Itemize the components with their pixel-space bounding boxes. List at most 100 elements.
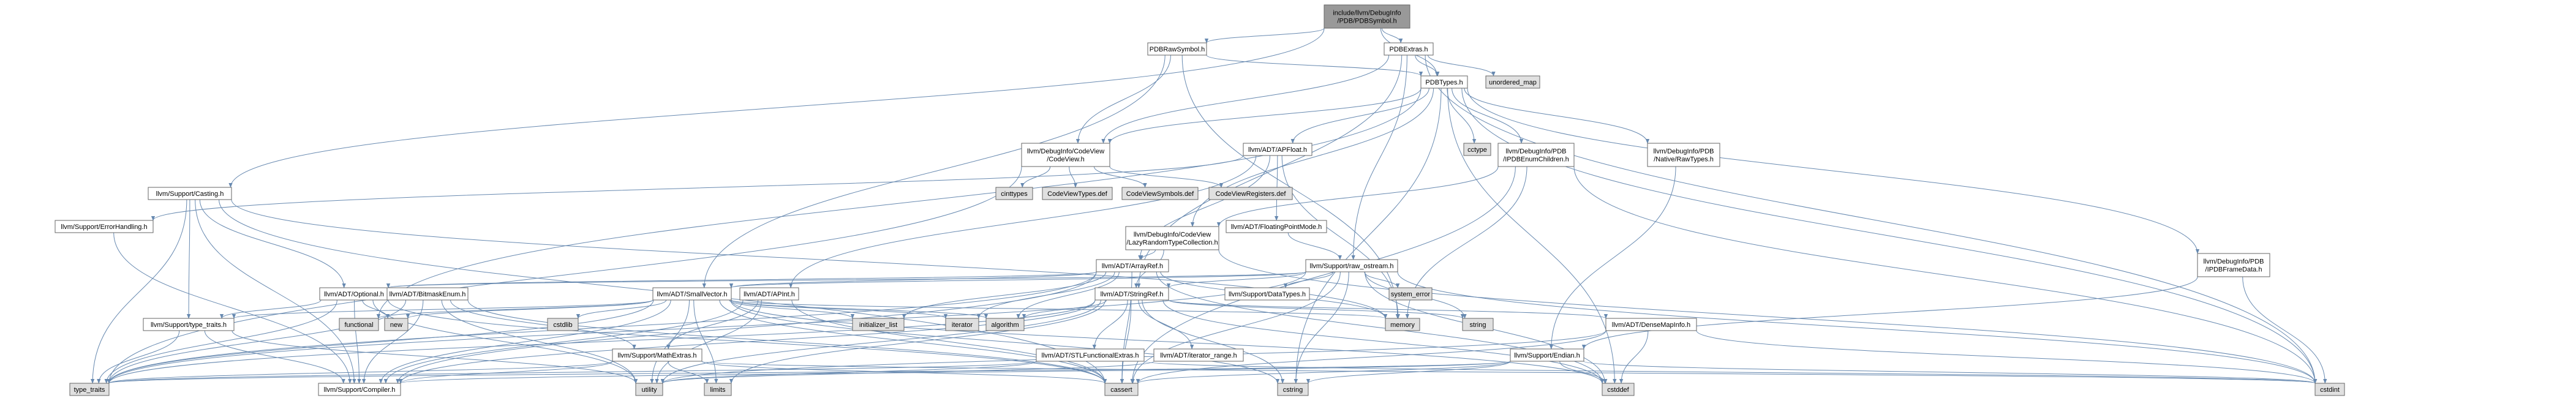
node-box-ipdbframe xyxy=(2197,253,2270,277)
node-box-densemapinfo xyxy=(1605,318,1697,331)
edge-rawostream-to-system_error xyxy=(1364,271,1400,288)
edge-pdbextras-to-cstdint xyxy=(1425,54,2318,384)
edge-endian-to-type_traits xyxy=(107,361,1511,384)
edge-casting-to-typetraitsh xyxy=(186,199,191,319)
edge-errorhandling-to-compiler xyxy=(113,232,352,384)
edge-lazyrandom-to-arrayref xyxy=(1139,249,1156,260)
edge-smallvector-to-limits xyxy=(693,299,718,384)
edge-codeview-to-cvregisters xyxy=(1109,166,1224,188)
node-compiler[interactable]: llvm/Support/Compiler.h xyxy=(318,383,401,396)
node-box-casting xyxy=(148,187,232,200)
edge-pdbtypes-to-cctype xyxy=(1447,88,1477,144)
edge-typetraitsh-to-type_traits xyxy=(97,330,180,384)
node-mathextras[interactable]: llvm/Support/MathExtras.h xyxy=(612,348,702,362)
node-label-optional-0: llvm/ADT/Optional.h xyxy=(324,291,384,298)
node-label-mathextras-0: llvm/Support/MathExtras.h xyxy=(618,352,697,359)
node-casting[interactable]: llvm/Support/Casting.h xyxy=(148,187,232,200)
node-pdbtypes[interactable]: PDBTypes.h xyxy=(1420,75,1468,89)
node-stlfunctional[interactable]: llvm/ADT/STLFunctionalExtras.h xyxy=(1036,348,1145,362)
node-root[interactable]: include/llvm/DebugInfo/PDB/PDBSymbol.h xyxy=(1324,4,1410,29)
node-label-cassert-0: cassert xyxy=(1110,386,1132,394)
edge-codeview-to-cvtypes xyxy=(1069,166,1078,188)
node-box-iteratorrange xyxy=(1153,348,1244,362)
node-endian[interactable]: llvm/Support/Endian.h xyxy=(1510,348,1584,362)
node-ipdbframe[interactable]: llvm/DebugInfo/PDB/IPDBFrameData.h xyxy=(2197,253,2270,277)
edge-stringref-to-type_traits xyxy=(107,299,1096,384)
node-bitmask[interactable]: llvm/ADT/BitmaskEnum.h xyxy=(386,287,469,301)
node-label-apfloat-0: llvm/ADT/APFloat.h xyxy=(1248,146,1307,154)
node-label-stringref-0: llvm/ADT/StringRef.h xyxy=(1101,291,1164,298)
edge-pdbtypes-to-ipdbframe xyxy=(1467,88,2200,254)
node-new: new xyxy=(384,318,409,331)
node-lazyrandom[interactable]: llvm/DebugInfo/CodeView/LazyRandomTypeCo… xyxy=(1125,226,1219,250)
edge-bitmask-to-cassert xyxy=(467,299,1107,384)
node-box-new xyxy=(384,318,409,331)
node-datatypes[interactable]: llvm/Support/DataTypes.h xyxy=(1224,287,1310,301)
edge-optional-to-type_traits xyxy=(104,299,337,384)
node-label-nativeraw-1: /Native/RawTypes.h xyxy=(1654,156,1714,163)
node-box-fpmode xyxy=(1226,220,1327,233)
node-apint[interactable]: llvm/ADT/APInt.h xyxy=(739,287,799,301)
node-box-pdbtypes xyxy=(1420,75,1468,89)
edge-bitmask-to-utility xyxy=(441,299,638,384)
node-errorhandling[interactable]: llvm/Support/ErrorHandling.h xyxy=(55,220,154,233)
edge-rawostream-to-datatypes xyxy=(1283,271,1334,288)
node-stringref[interactable]: llvm/ADT/StringRef.h xyxy=(1094,287,1169,301)
edge-stringref-to-algorithm xyxy=(1022,299,1107,319)
node-rawostream[interactable]: llvm/Support/raw_ostream.h xyxy=(1305,259,1398,272)
node-label-cstdlib-0: cstdlib xyxy=(553,321,572,329)
node-box-bitmask xyxy=(386,287,469,301)
edge-ipdbenum-to-lazyrandom xyxy=(1216,166,1499,227)
node-label-compiler-0: llvm/Support/Compiler.h xyxy=(324,386,396,394)
node-pdbrawsymbol[interactable]: PDBRawSymbol.h xyxy=(1147,42,1207,56)
node-label-cstring-0: cstring xyxy=(1283,386,1303,394)
edge-pdbrawsymbol-to-memory xyxy=(1181,54,1400,319)
edge-arrayref-to-smallvector xyxy=(729,271,1097,288)
node-codeview[interactable]: llvm/DebugInfo/CodeView/CodeView.h xyxy=(1021,143,1110,167)
edge-codeview-to-type_traits xyxy=(107,166,1022,384)
node-box-pdbextras xyxy=(1384,42,1434,56)
node-box-cinttypes xyxy=(995,187,1033,200)
node-box-smallvector xyxy=(652,287,732,301)
node-arrayref[interactable]: llvm/ADT/ArrayRef.h xyxy=(1096,259,1169,272)
edge-pdbextras-to-rawostream xyxy=(1351,54,1407,260)
node-apfloat[interactable]: llvm/ADT/APFloat.h xyxy=(1243,143,1312,156)
node-algorithm: algorithm xyxy=(985,318,1025,331)
node-smallvector[interactable]: llvm/ADT/SmallVector.h xyxy=(652,287,732,301)
node-typetraitsh[interactable]: llvm/Support/type_traits.h xyxy=(143,318,235,331)
node-label-rawostream-0: llvm/Support/raw_ostream.h xyxy=(1310,263,1394,270)
edge-ipdbenum-to-cstdint xyxy=(1573,166,2318,384)
edge-densemapinfo-to-cstddef xyxy=(1619,330,1649,384)
node-label-root-0: include/llvm/DebugInfo xyxy=(1333,10,1401,17)
edge-stlfunctional-to-utility xyxy=(661,361,1037,384)
edge-apint-to-utility xyxy=(655,299,762,384)
node-fpmode[interactable]: llvm/ADT/FloatingPointMode.h xyxy=(1226,220,1327,233)
edge-arrayref-to-initializer_list xyxy=(902,271,1107,319)
node-label-cvregisters-0: CodeViewRegisters.def xyxy=(1216,190,1287,198)
node-ipdbenum[interactable]: llvm/DebugInfo/PDB/IPDBEnumChildren.h xyxy=(1497,143,1575,167)
node-unordered_map: unordered_map xyxy=(1485,75,1540,89)
node-box-compiler xyxy=(318,383,401,396)
node-box-ipdbenum xyxy=(1497,143,1575,167)
node-nativeraw[interactable]: llvm/DebugInfo/PDB/Native/RawTypes.h xyxy=(1647,143,1720,167)
edge-mathextras-to-cstdint xyxy=(701,361,2317,384)
node-cstdlib: cstdlib xyxy=(547,318,579,331)
node-pdbextras[interactable]: PDBExtras.h xyxy=(1384,42,1434,56)
edge-smallvector-to-type_traits xyxy=(107,299,654,384)
node-label-iterator-0: iterator xyxy=(952,321,973,329)
node-box-memory xyxy=(1385,318,1420,331)
node-utility: utility xyxy=(635,383,663,396)
node-box-type_traits xyxy=(69,383,110,396)
node-optional[interactable]: llvm/ADT/Optional.h xyxy=(319,287,389,301)
edge-casting-to-compiler xyxy=(195,199,356,384)
edge-stringref-to-string xyxy=(1168,299,1464,319)
node-box-rawostream xyxy=(1305,259,1398,272)
node-box-utility xyxy=(635,383,663,396)
node-label-cvsymbols-0: CodeViewSymbols.def xyxy=(1126,190,1194,198)
edge-smallvector-to-iterator xyxy=(731,299,948,319)
node-iteratorrange[interactable]: llvm/ADT/iterator_range.h xyxy=(1153,348,1244,362)
node-box-mathextras xyxy=(612,348,702,362)
node-densemapinfo[interactable]: llvm/ADT/DenseMapInfo.h xyxy=(1605,318,1697,331)
edge-stringref-to-utility xyxy=(660,299,1101,384)
edge-pdbtypes-to-apfloat xyxy=(1290,88,1429,144)
